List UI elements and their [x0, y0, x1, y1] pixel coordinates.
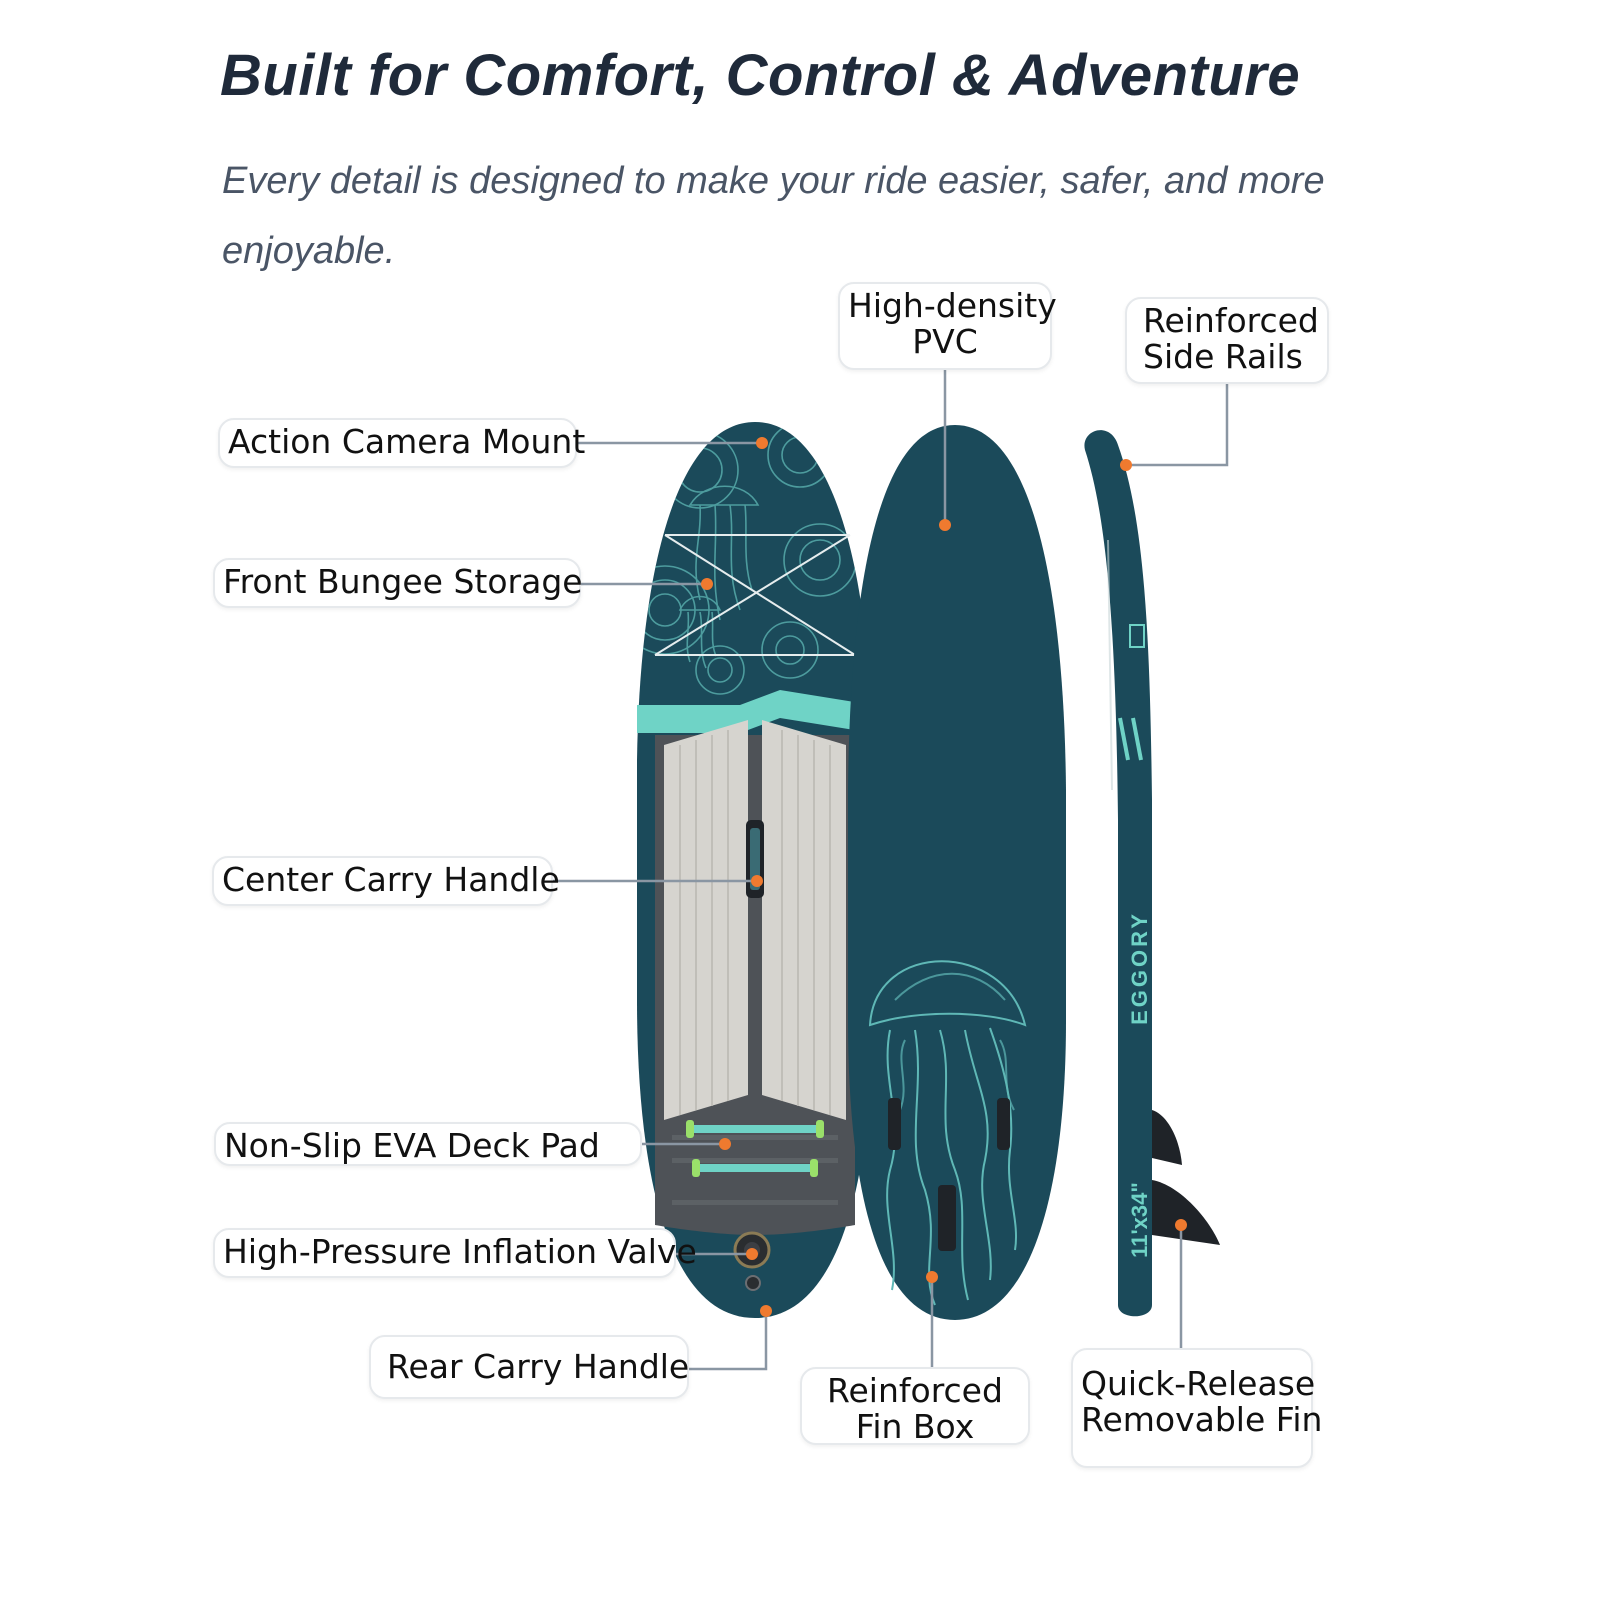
marker-deck-pad — [719, 1138, 731, 1150]
callout-markers — [701, 437, 1187, 1317]
callout-label-line2: Side Rails — [1143, 337, 1303, 376]
callout-label-line1: Quick-Release — [1081, 1364, 1316, 1403]
tail-kick-pad — [672, 1135, 838, 1205]
board-side-view: EGGORY 11'x34" — [1084, 430, 1220, 1317]
callout-non-slip-deck-pad: Non-Slip EVA Deck Pad — [214, 1122, 642, 1166]
callout-reinforced-fin-box: Reinforced Fin Box — [800, 1367, 1030, 1445]
callout-inflation-valve: High-Pressure Inflation Valve — [213, 1228, 697, 1278]
callout-rear-carry-handle: Rear Carry Handle — [369, 1335, 689, 1399]
callout-label: Non-Slip EVA Deck Pad — [224, 1126, 600, 1165]
callout-label-line1: Reinforced — [827, 1371, 1003, 1410]
marker-bungee — [701, 578, 713, 590]
center-fin-box — [938, 1185, 956, 1251]
accent-stripe — [637, 690, 873, 733]
marker-valve — [746, 1248, 758, 1260]
bungee-cords — [654, 534, 860, 656]
callout-label-line2: Fin Box — [855, 1407, 975, 1446]
side-logo-mark — [1129, 624, 1145, 648]
board-deck-view — [637, 422, 873, 1318]
brand-text: EGGORY — [1127, 911, 1152, 1025]
marker-rear-handle — [760, 1305, 772, 1317]
page-title: Built for Comfort, Control & Adventure — [220, 43, 1301, 108]
page-subtitle: Every detail is designed to make your ri… — [222, 160, 1325, 272]
callout-action-camera-mount: Action Camera Mount — [218, 418, 586, 468]
marker-side-rails — [1120, 459, 1132, 471]
marker-camera-mount — [756, 437, 768, 449]
marker-center-handle — [751, 875, 763, 887]
callout-label-line1: Reinforced — [1143, 301, 1319, 340]
callout-center-carry-handle: Center Carry Handle — [212, 856, 560, 906]
callout-high-density-pvc: High-density PVC — [838, 282, 1057, 370]
callout-label-line1: High-density — [848, 286, 1057, 325]
side-fin-small — [1152, 1110, 1182, 1165]
rear-d-ring — [745, 1275, 761, 1291]
marker-fin-box — [926, 1271, 938, 1283]
callout-label-line2: Removable Fin — [1081, 1400, 1323, 1439]
leader-lines — [553, 370, 1229, 1371]
marker-fin — [1175, 1219, 1187, 1231]
marker-pvc — [939, 519, 951, 531]
deck-pad-right — [762, 720, 846, 1120]
callout-front-bungee-storage: Front Bungee Storage — [213, 558, 583, 608]
callout-reinforced-side-rails: Reinforced Side Rails — [1125, 297, 1329, 384]
deck-pad-left — [664, 720, 748, 1120]
jellyfish-graphic — [868, 960, 1027, 1306]
callout-label: Rear Carry Handle — [387, 1347, 690, 1386]
callout-label: Front Bungee Storage — [223, 562, 583, 601]
board-size-text: 11'x34" — [1127, 1182, 1152, 1258]
callout-quick-release-fin: Quick-Release Removable Fin — [1071, 1348, 1323, 1468]
removable-fin — [1152, 1180, 1220, 1245]
callout-label: Action Camera Mount — [228, 422, 586, 461]
side-fin-box-right — [997, 1098, 1010, 1150]
callout-label: High-Pressure Inflation Valve — [223, 1232, 697, 1271]
board-bottom-view — [848, 425, 1066, 1320]
side-fin-box-left — [888, 1098, 901, 1150]
deck-bars — [686, 1120, 824, 1177]
callout-label: Center Carry Handle — [222, 860, 560, 899]
callout-label-line2: PVC — [912, 322, 978, 361]
